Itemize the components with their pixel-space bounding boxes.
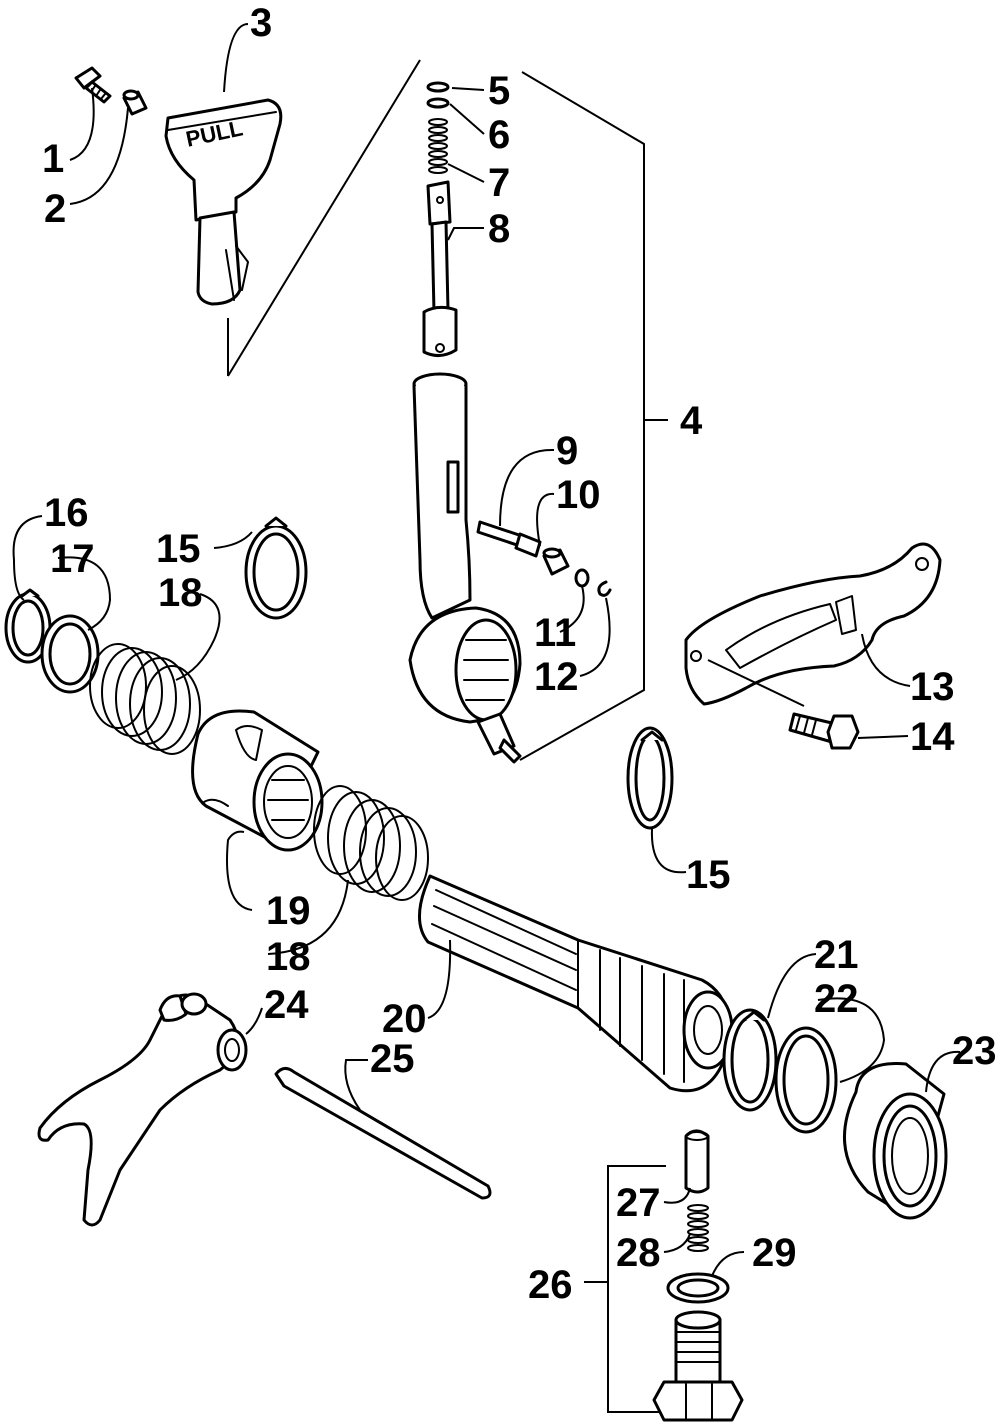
part-2-bushing: [122, 89, 148, 116]
callout-2: 2: [44, 187, 66, 231]
callout-15-lower: 15: [686, 853, 731, 897]
callout-5: 5: [488, 69, 510, 113]
part-18-spring-upper: [89, 643, 201, 755]
part-6-washer: [426, 97, 450, 109]
callout-15-upper: 15: [156, 527, 201, 571]
callout-24: 24: [264, 983, 309, 1027]
callout-19: 19: [266, 889, 311, 933]
part-16-snap-ring: [4, 588, 52, 664]
part-25-rod: [274, 1067, 492, 1200]
callout-21: 21: [814, 933, 859, 977]
callout-13: 13: [910, 665, 955, 709]
callout-11: 11: [534, 611, 576, 655]
part-19-sleeve: [191, 709, 324, 852]
part-7-spring: [428, 118, 448, 174]
callout-22: 22: [814, 977, 859, 1021]
part-10-bushing: [542, 547, 570, 576]
callout-9: 9: [556, 429, 578, 473]
part-27-plunger: [684, 1129, 710, 1194]
part-8-rod: [422, 180, 458, 357]
part-18-spring-lower: [313, 785, 429, 901]
callout-4: 4: [680, 399, 703, 443]
callout-16: 16: [44, 491, 89, 535]
part-15-snap-ring-lower: [626, 726, 674, 830]
assembly-guide-lines: [227, 59, 421, 377]
callout-7: 7: [488, 161, 510, 205]
leader-lines: [12, 23, 961, 1277]
callout-27: 27: [616, 1181, 661, 1225]
part-28-spring: [687, 1204, 709, 1252]
part-14-bolt: [788, 712, 860, 750]
callout-8: 8: [488, 207, 510, 251]
part-26-detent-bracket: [584, 1165, 666, 1413]
part-29-washer: [666, 1272, 730, 1304]
callout-26: 26: [528, 1263, 573, 1307]
callout-6: 6: [488, 113, 510, 157]
part-5-o-ring: [426, 81, 450, 93]
callout-3: 3: [250, 1, 272, 45]
part-3-pull-knob: PULL: [164, 98, 283, 306]
callout-labels: 1 2 3 4 5 6 7 8 9 10 11 12 13 14 15 15 1…: [42, 1, 997, 1307]
callout-25: 25: [370, 1037, 415, 1081]
part-12-e-clip: [597, 580, 612, 597]
part-20-splined-shaft: [418, 874, 734, 1093]
part-1-screw: [74, 66, 112, 104]
part-17-washer: [40, 614, 100, 694]
part-11-washer: [574, 568, 590, 588]
callout-1: 1: [42, 137, 64, 181]
callout-18-upper: 18: [158, 571, 203, 615]
part-24-shift-fork: [37, 992, 248, 1227]
callout-28: 28: [616, 1231, 661, 1275]
part-13-plate: [684, 542, 942, 706]
callout-18-lower: 18: [266, 935, 311, 979]
part-4-bracket: [519, 71, 668, 761]
callout-29: 29: [752, 1231, 797, 1275]
callout-12: 12: [534, 655, 579, 699]
part-9-pin: [476, 520, 542, 558]
callout-14: 14: [910, 715, 955, 759]
part-15-snap-ring-upper: [244, 516, 308, 620]
callout-23: 23: [952, 1029, 997, 1073]
callout-10: 10: [556, 473, 601, 517]
callout-17: 17: [50, 537, 95, 581]
part-26-plug: [652, 1310, 744, 1422]
part-21-snap-ring: [722, 1008, 778, 1112]
part-4-shift-lever: [408, 372, 522, 764]
part-22-washer: [774, 1026, 838, 1134]
part-23-bearing: [843, 1062, 948, 1220]
callout-20: 20: [382, 997, 427, 1041]
